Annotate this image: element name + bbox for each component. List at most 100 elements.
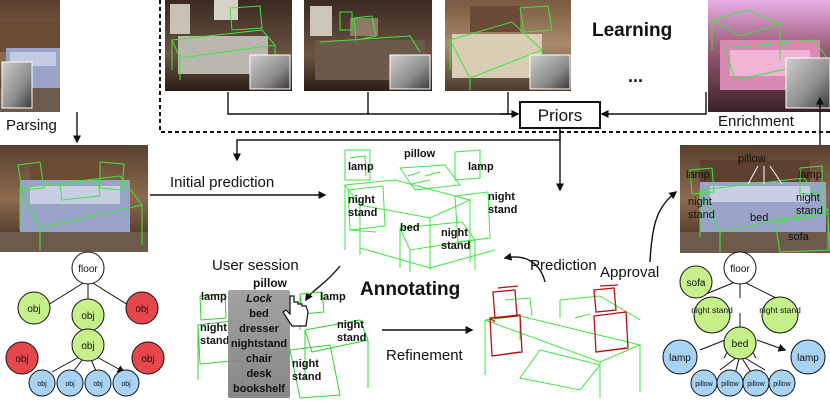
right-node-nightstand-2 xyxy=(761,296,799,334)
left-node-leaf-2-label: obj xyxy=(65,381,75,388)
right-node-pillow-3-label: pillow xyxy=(747,381,765,388)
annot-lamp-right: lamp xyxy=(320,291,346,303)
menu-item-chair[interactable]: chair xyxy=(246,353,273,365)
left-node-outer-1-label: obj xyxy=(15,354,28,365)
learning-label: Learning xyxy=(592,20,672,41)
input-photo xyxy=(0,0,60,112)
rphoto-lamp-left: lamp xyxy=(686,169,710,181)
left-node-top-1 xyxy=(17,291,51,325)
left-node-leaf-3-label: obj xyxy=(93,381,103,388)
left-node-leaf-1-label: obj xyxy=(37,381,47,388)
rphoto-night-right-2: stand xyxy=(796,205,823,217)
annot-night-left-1: night xyxy=(200,322,227,334)
label-context-menu[interactable]: Lock bed dresser nightstand chair desk b… xyxy=(228,290,290,398)
right-node-nightstand-1 xyxy=(693,296,731,334)
right-node-lamp-1-label: lamp xyxy=(669,353,691,364)
left-node-leaf-4-label: obj xyxy=(121,381,131,388)
left-node-mid-label: obj xyxy=(81,341,94,352)
right-node-pillow-2-label: pillow xyxy=(721,381,739,388)
rphoto-bed: bed xyxy=(750,212,768,224)
learning-photo-2 xyxy=(304,0,432,91)
annot-lamp-left: lamp xyxy=(201,291,227,303)
user-session-label: User session xyxy=(212,257,299,274)
left-node-top-3 xyxy=(125,291,159,325)
menu-item-desk[interactable]: desk xyxy=(246,368,272,380)
right-scene-graph: floor sofa night stand night stand bed l… xyxy=(662,251,826,397)
learning-photo-4 xyxy=(708,0,830,112)
center-pillow: pillow xyxy=(404,148,436,160)
menu-item-bed[interactable]: bed xyxy=(249,308,269,320)
annot-night-right-2: stand xyxy=(337,332,366,344)
right-node-bed-label: bed xyxy=(732,339,749,350)
menu-item-dresser[interactable]: dresser xyxy=(239,323,279,335)
right-node-bed xyxy=(723,326,757,360)
annot-night-right-1: night xyxy=(337,319,364,331)
right-node-lamp-1 xyxy=(662,339,698,375)
rphoto-sofa: sofa xyxy=(788,231,810,243)
center-lamp-left: lamp xyxy=(348,161,374,173)
prediction-label: Prediction xyxy=(530,257,597,274)
priors-box: Priors xyxy=(519,101,601,129)
enrichment-label: Enrichment xyxy=(718,113,795,130)
left-node-outer-2 xyxy=(131,341,165,375)
left-node-leaf-1 xyxy=(28,369,56,397)
menu-item-bookshelf[interactable]: bookshelf xyxy=(233,383,285,395)
right-node-nightstand-1-label: night stand xyxy=(691,305,733,315)
center-night-right-2: stand xyxy=(488,204,517,216)
center-night-bottom-1: night xyxy=(441,227,468,239)
center-night-left-1: night xyxy=(348,194,375,206)
center-night-bottom-2: stand xyxy=(441,240,470,252)
prediction-arrow xyxy=(503,252,546,283)
right-node-pillow-1-label: pillow xyxy=(695,381,713,388)
rphoto-pillow: pillow xyxy=(738,153,766,165)
right-node-sofa xyxy=(679,265,713,299)
hand-cursor-icon xyxy=(282,295,309,327)
annot-pillow: pillow xyxy=(253,276,288,290)
right-node-root xyxy=(723,251,757,285)
annotating-label: Annotating xyxy=(360,279,460,300)
left-node-leaf-2 xyxy=(56,369,84,397)
priors-label: Priors xyxy=(538,106,582,125)
initial-prediction-label: Initial prediction xyxy=(170,174,274,191)
approval-arrow xyxy=(649,191,678,263)
center-night-right-1: night xyxy=(488,191,515,203)
annot-night-bottom-1: night xyxy=(292,358,319,370)
left-node-top-2-label: obj xyxy=(81,311,94,322)
left-scene-graph: floor obj obj obj obj obj obj obj obj ob… xyxy=(5,251,165,397)
center-lamp-right: lamp xyxy=(468,161,494,173)
learning-to-priors-arrows xyxy=(227,92,707,118)
rphoto-lamp-right: lamp xyxy=(798,169,822,181)
learning-boundary xyxy=(159,0,830,133)
left-node-root-label: floor xyxy=(78,264,98,275)
right-node-pillow-4 xyxy=(768,369,796,397)
right-node-lamp-2-label: lamp xyxy=(797,353,819,364)
parsed-photo xyxy=(0,145,148,252)
annot-night-bottom-2: stand xyxy=(292,371,321,383)
center-night-left-2: stand xyxy=(348,207,377,219)
left-node-top-3-label: obj xyxy=(135,304,148,315)
menu-item-nightstand[interactable]: nightstand xyxy=(231,338,287,350)
refinement-label: Refinement xyxy=(386,347,464,364)
right-node-pillow-4-label: pillow xyxy=(773,381,791,388)
ellipsis-label: ... xyxy=(628,66,643,86)
left-node-root xyxy=(71,251,105,285)
refined-scene xyxy=(484,284,642,398)
left-node-top-1-label: obj xyxy=(27,304,40,315)
center-scene: lamp pillow lamp night stand night stand… xyxy=(344,148,517,272)
menu-item-lock[interactable]: Lock xyxy=(246,293,273,305)
rphoto-night-right-1: night xyxy=(796,192,820,204)
left-node-outer-2-label: obj xyxy=(141,354,154,365)
learning-photo-1 xyxy=(165,0,292,91)
approval-label: Approval xyxy=(600,264,659,281)
annot-night-left-2: stand xyxy=(200,335,229,347)
parsing-label: Parsing xyxy=(6,117,57,134)
user-session-arrow xyxy=(305,265,341,302)
left-node-outer-1 xyxy=(5,341,39,375)
left-node-leaf-4 xyxy=(112,369,140,397)
left-node-leaf-3 xyxy=(84,369,112,397)
center-bed: bed xyxy=(400,222,420,234)
left-node-mid xyxy=(71,328,105,362)
right-node-root-label: floor xyxy=(730,264,750,275)
annotated-photo: pillow lamp lamp night stand night stand… xyxy=(680,145,830,253)
